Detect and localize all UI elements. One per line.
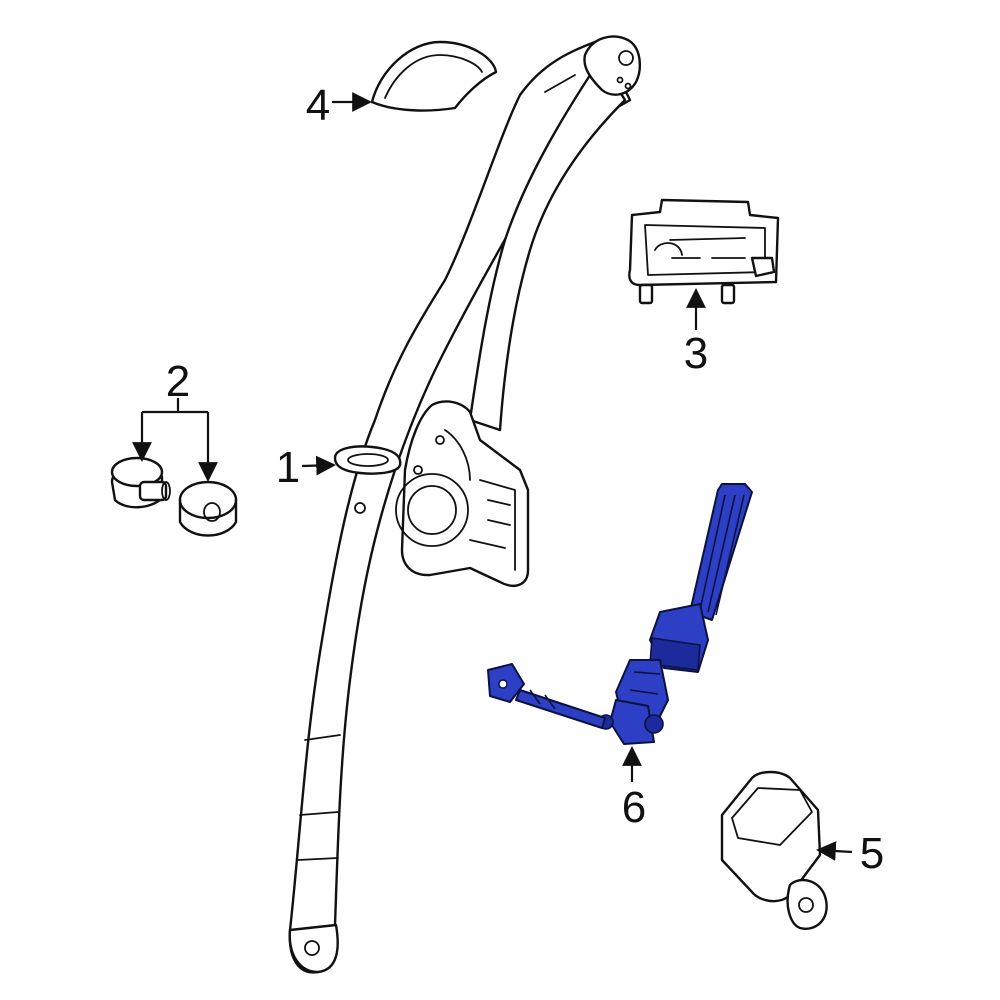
callout-4: 4 [306, 81, 330, 130]
upper-bracket [628, 198, 780, 305]
callout-6: 6 [622, 783, 646, 832]
buckle-assembly [720, 770, 828, 930]
seat-belt-webbing [288, 35, 641, 974]
d-ring-cover [370, 40, 498, 112]
callout-leaders [132, 92, 853, 861]
callout-3: 3 [684, 329, 708, 378]
callout-5: 5 [860, 829, 884, 878]
seat-belt-retractor [395, 400, 530, 587]
spacer-nuts [110, 456, 238, 537]
callout-2: 2 [166, 357, 190, 406]
height-adjuster-highlighted [487, 483, 753, 745]
callout-1: 1 [276, 443, 300, 492]
